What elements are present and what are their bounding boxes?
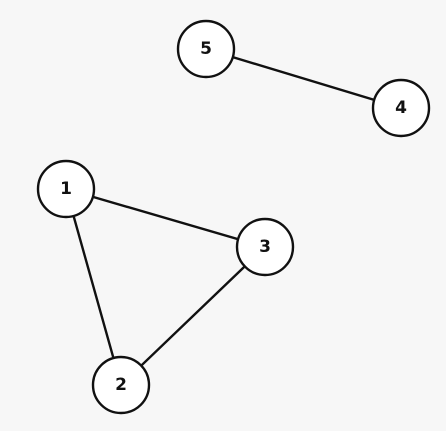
node-1: 1 bbox=[36, 159, 96, 219]
edge-3-2 bbox=[119, 245, 267, 387]
edge-1-2 bbox=[64, 187, 123, 387]
node-1-circle bbox=[36, 159, 96, 219]
node-4-circle bbox=[371, 78, 431, 138]
edges-layer bbox=[64, 47, 403, 387]
node-3-circle bbox=[235, 217, 295, 277]
node-1-label: 1 bbox=[60, 179, 72, 199]
edge-1-3 bbox=[64, 187, 267, 249]
node-2-label: 2 bbox=[115, 375, 127, 395]
node-2: 2 bbox=[91, 355, 151, 415]
node-5-circle bbox=[176, 19, 236, 79]
node-3: 3 bbox=[235, 217, 295, 277]
nodes-layer: 1 2 3 4 5 bbox=[36, 19, 431, 415]
node-5-label: 5 bbox=[200, 39, 212, 59]
node-5: 5 bbox=[176, 19, 236, 79]
node-3-label: 3 bbox=[259, 237, 271, 257]
node-2-circle bbox=[91, 355, 151, 415]
node-4: 4 bbox=[371, 78, 431, 138]
edge-5-4 bbox=[204, 47, 403, 110]
node-4-label: 4 bbox=[395, 98, 407, 118]
